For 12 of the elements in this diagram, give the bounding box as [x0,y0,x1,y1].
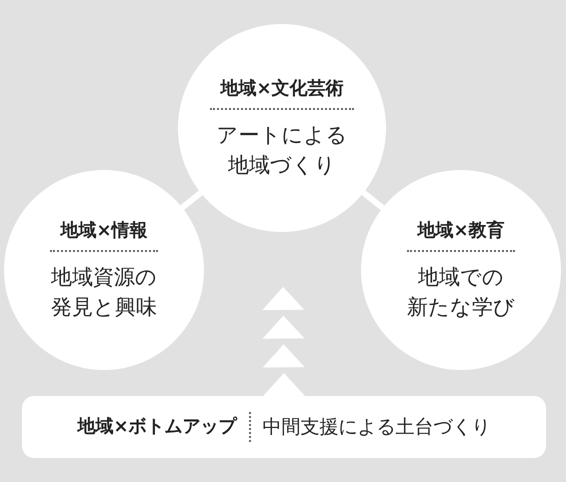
connector-line [362,190,385,210]
node-heading: 地域×ボトムアップ [77,412,251,442]
node-heading: 地域×教育 [407,218,515,252]
node-text: アートによる地域づくり [216,122,348,179]
base-bar [22,396,546,458]
node-heading: 地域×文化芸術 [210,76,354,110]
arrow [262,286,305,396]
node-text: 地域での新たな学び [407,264,515,321]
node-text: 中間支援による土台づくり [262,415,491,440]
connector-line [180,190,203,210]
node-heading: 地域×情報 [50,218,158,252]
node-text: 地域資源の発見と興味 [51,264,157,321]
